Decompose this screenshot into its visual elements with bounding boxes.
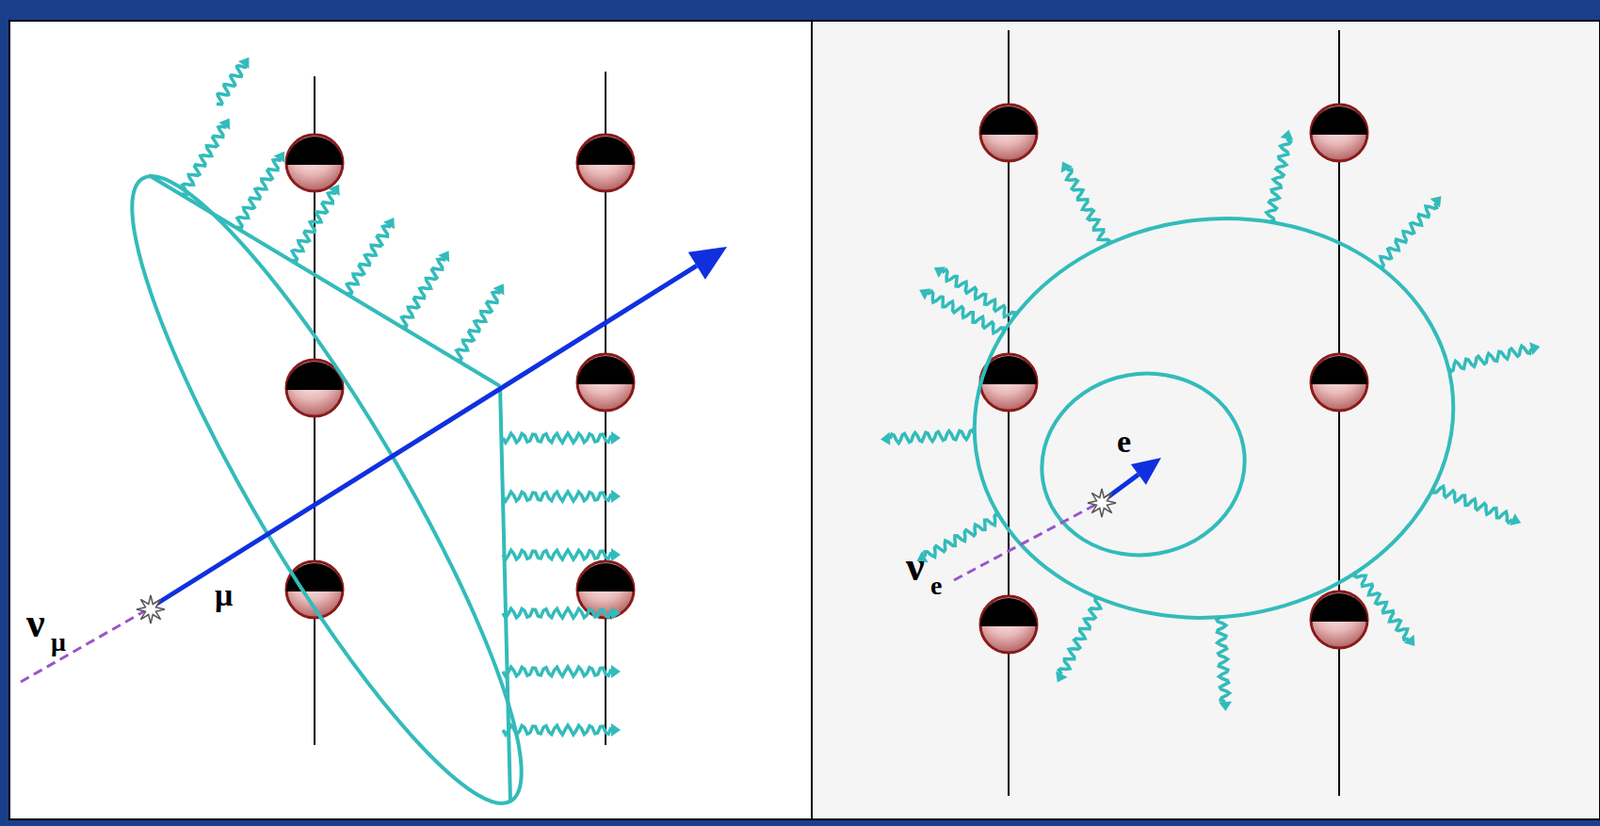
photon-head bbox=[1404, 634, 1416, 647]
photomultiplier bbox=[577, 354, 634, 411]
cherenkov-ring bbox=[948, 188, 1480, 649]
photomultiplier bbox=[1310, 104, 1368, 162]
track-head bbox=[688, 246, 728, 280]
photomultiplier bbox=[286, 359, 343, 417]
cherenkov-ring bbox=[1027, 357, 1260, 572]
lepton-track bbox=[150, 265, 697, 608]
photomultiplier bbox=[286, 134, 343, 192]
electron-label: e bbox=[1116, 425, 1132, 458]
photon-head bbox=[611, 664, 621, 679]
photomultiplier bbox=[1310, 591, 1368, 648]
vertex-star bbox=[136, 595, 165, 624]
photon-head bbox=[1061, 161, 1073, 173]
photon bbox=[502, 725, 612, 735]
neutrino-symbol: ν bbox=[26, 602, 46, 645]
flavour-subscript: e bbox=[930, 572, 942, 599]
photon bbox=[181, 126, 227, 194]
photomultiplier bbox=[577, 134, 634, 192]
photomultiplier bbox=[980, 596, 1037, 653]
neutrino-symbol: ν bbox=[905, 546, 925, 588]
photon bbox=[502, 549, 612, 560]
photon bbox=[502, 491, 612, 502]
cherenkov-ring bbox=[79, 141, 574, 826]
photomultiplier bbox=[980, 104, 1037, 162]
neutrino-track bbox=[953, 504, 1096, 581]
photon bbox=[1066, 169, 1111, 245]
photomultiplier bbox=[577, 561, 634, 618]
photon-head bbox=[1509, 513, 1521, 526]
photon-head bbox=[328, 184, 340, 196]
photon-head bbox=[1055, 671, 1067, 683]
photon-head bbox=[218, 117, 230, 130]
flavour-subscript: μ bbox=[50, 629, 66, 656]
photomultiplier bbox=[1310, 354, 1368, 411]
photon bbox=[346, 226, 391, 294]
photon-head bbox=[274, 151, 286, 163]
left-panel bbox=[9, 20, 812, 820]
photon bbox=[1354, 571, 1409, 640]
photon bbox=[216, 65, 247, 105]
cone-edge bbox=[500, 386, 511, 803]
photon-head bbox=[383, 217, 395, 229]
muon-label: μ bbox=[214, 579, 233, 612]
photon bbox=[1058, 597, 1100, 674]
photon bbox=[889, 430, 975, 444]
photon-head bbox=[934, 266, 946, 278]
photon-head bbox=[611, 548, 621, 562]
photon bbox=[502, 608, 612, 618]
photon bbox=[1433, 486, 1512, 523]
photon bbox=[927, 290, 1003, 333]
photon bbox=[237, 160, 282, 228]
photon-head bbox=[611, 606, 621, 620]
right-panel bbox=[811, 20, 1600, 820]
photon-head bbox=[919, 288, 931, 300]
photon-head bbox=[611, 489, 621, 503]
photon bbox=[1378, 203, 1438, 268]
cone-edge bbox=[148, 175, 501, 387]
photon bbox=[502, 433, 612, 443]
photon-head bbox=[1529, 341, 1540, 356]
photon-head bbox=[1430, 195, 1442, 208]
photon bbox=[401, 258, 446, 327]
photon-head bbox=[1218, 701, 1232, 712]
photon-head bbox=[1280, 129, 1294, 141]
photon-head bbox=[238, 57, 249, 69]
photon bbox=[291, 193, 337, 261]
photon bbox=[502, 666, 612, 677]
track-head bbox=[1131, 457, 1162, 485]
photon bbox=[1448, 345, 1532, 372]
photon-head bbox=[611, 431, 621, 445]
photon-head bbox=[437, 250, 450, 262]
photon bbox=[455, 291, 501, 360]
photon bbox=[1216, 616, 1230, 702]
photon-head bbox=[493, 283, 505, 295]
photon-head bbox=[611, 723, 621, 737]
photon bbox=[1266, 139, 1292, 223]
photon-head bbox=[880, 432, 890, 446]
photon bbox=[924, 514, 1001, 558]
vertex-star bbox=[1087, 488, 1116, 518]
